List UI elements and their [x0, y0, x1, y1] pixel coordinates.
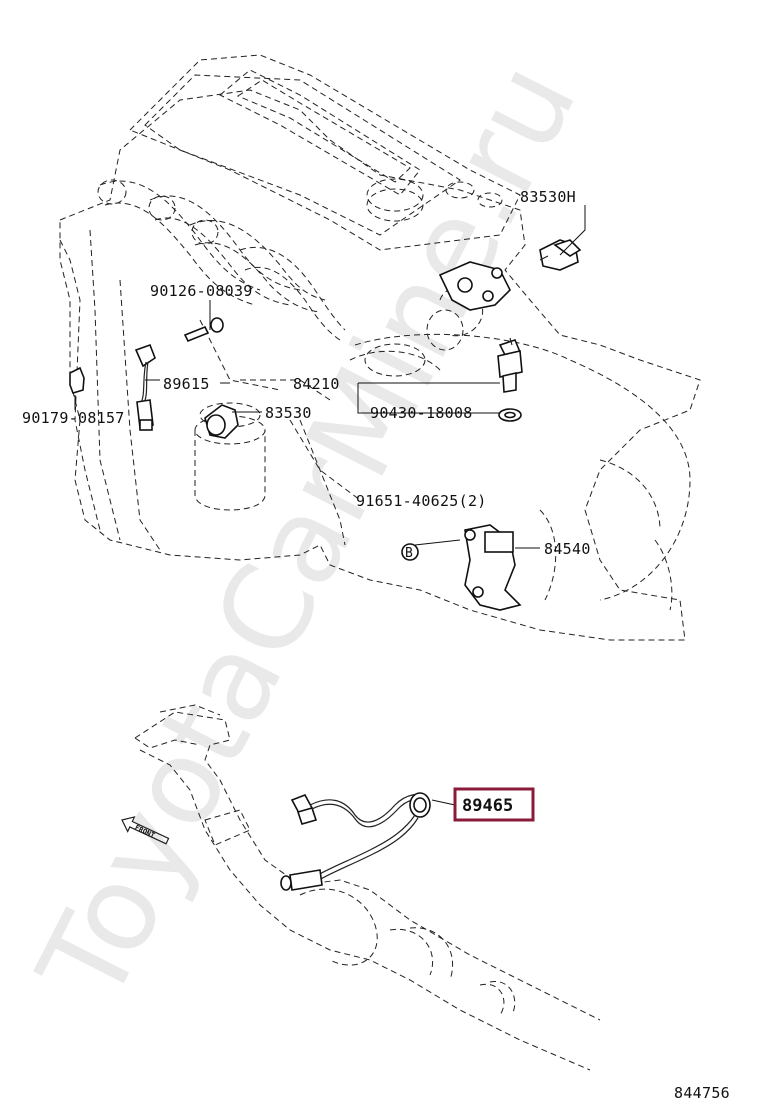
- label-91651-40625: 91651-40625(2): [356, 492, 487, 510]
- part-84540-drawing: [401, 524, 522, 611]
- highlight-box: [453, 787, 535, 822]
- part-84210-drawing: [497, 337, 523, 422]
- label-84540: 84540: [544, 540, 591, 558]
- label-89465-highlight[interactable]: 89465: [453, 787, 535, 822]
- part-90126-drawing: [183, 317, 224, 343]
- bolt-code-B: B: [405, 546, 413, 561]
- label-89465: 89465: [462, 796, 513, 816]
- part-90179-drawing: [69, 366, 85, 394]
- part-83530H-drawing: [438, 239, 582, 311]
- label-90126-08039: 90126-08039: [150, 282, 253, 300]
- diagram-number: 844756: [674, 1084, 730, 1102]
- label-83530H: 83530H: [520, 188, 576, 206]
- engine-outline: [59, 54, 701, 641]
- part-89615-drawing: [134, 343, 156, 431]
- part-labels: 83530H 90126-08039 89615 84210 90179-081…: [22, 188, 591, 558]
- label-90430-18008: 90430-18008: [370, 404, 473, 422]
- part-89465-drawing: [280, 792, 431, 891]
- exhaust-pipe-drawing: [134, 704, 601, 1071]
- leader-lines: [74, 205, 586, 806]
- label-89615: 89615: [163, 375, 210, 393]
- label-84210: 84210: [293, 375, 340, 393]
- label-90179-08157: 90179-08157: [22, 409, 125, 427]
- part-83530-drawing: [204, 404, 239, 439]
- label-83530: 83530: [265, 404, 312, 422]
